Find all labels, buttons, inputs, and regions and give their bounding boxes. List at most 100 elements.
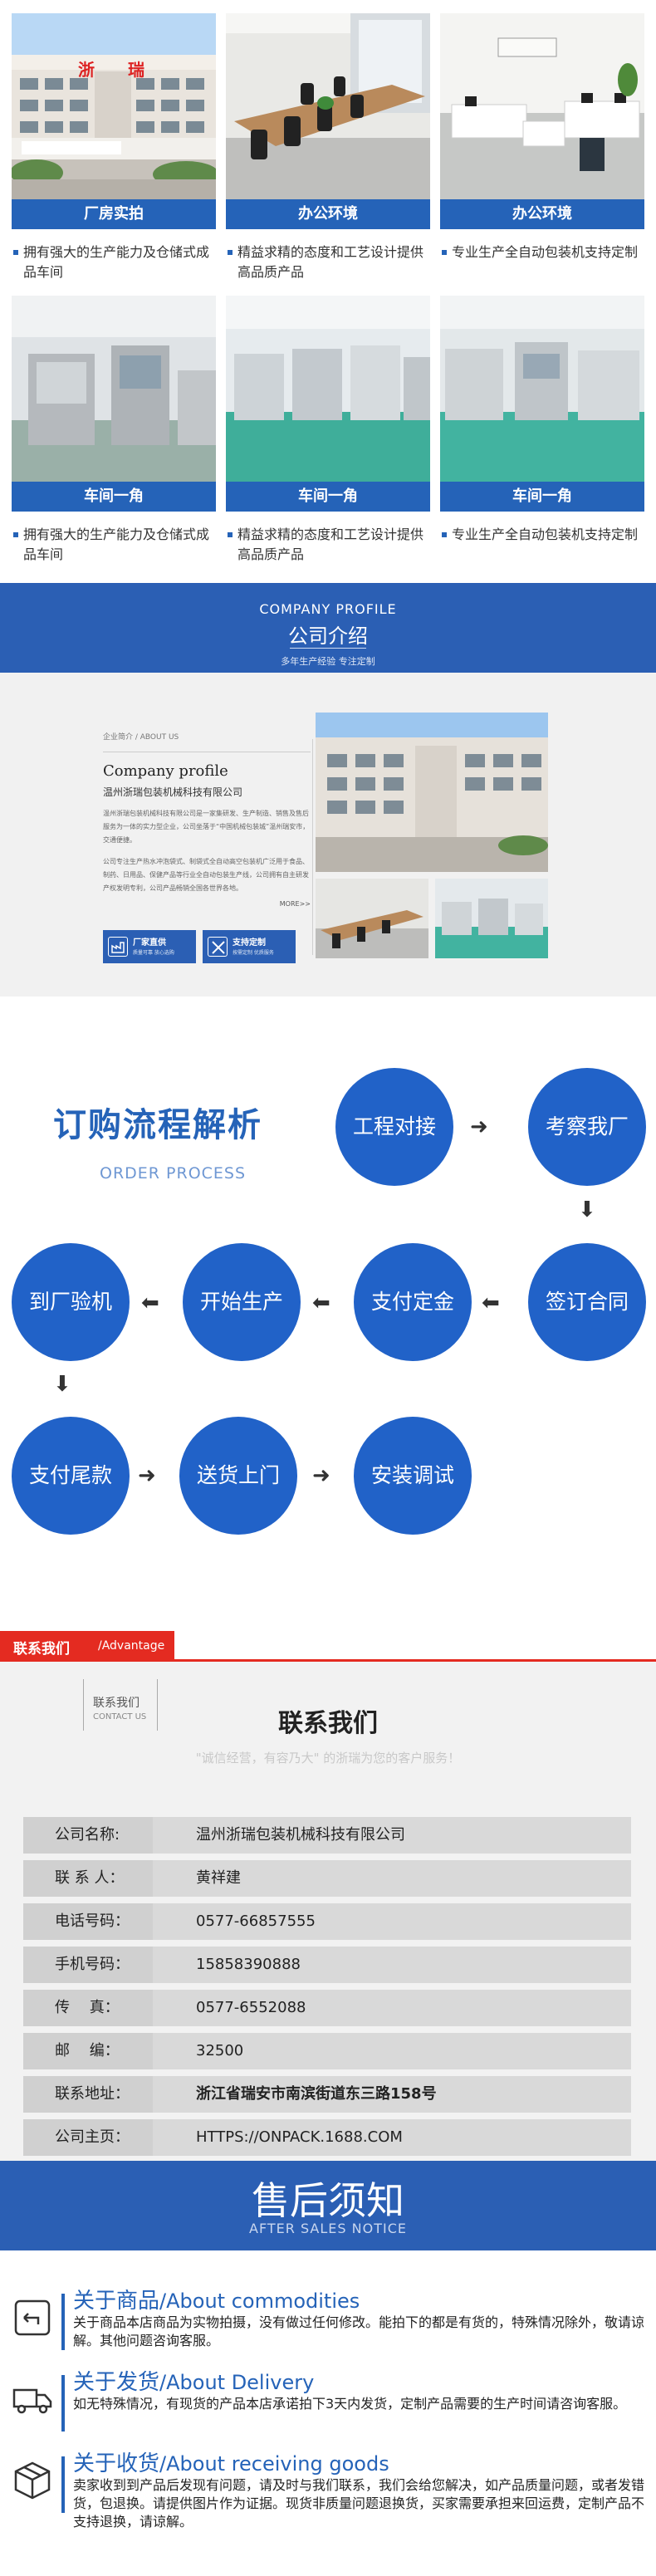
after-sales-text: 如无特殊情况，有现货的产品本店承诺拍下3天内发货，定制产品需要的生产时间请咨询客… xyxy=(73,2396,627,2412)
after-sales-title-cn: 售后须知 xyxy=(252,2178,404,2223)
company-profile-name: 温州浙瑞包装机械科技有限公司 xyxy=(103,786,243,798)
contact-row-phone: 电话号码： 0577-66857555 xyxy=(23,1903,631,1940)
package-box-icon xyxy=(12,2460,53,2501)
step-delivery: 送货上门 xyxy=(179,1417,297,1535)
after-sales-heading-en: /About commodities xyxy=(159,2290,360,2313)
after-sales-heading-cn: 关于商品 xyxy=(73,2289,160,2314)
company-building-photo xyxy=(316,713,548,872)
company-profile-banner: COMPANY PROFILE 公司介绍 多年生产经验 专注定制 xyxy=(0,583,656,673)
badge-sub-1: 质量可靠 放心选购 xyxy=(133,950,174,956)
contact-value: 32500 xyxy=(196,2042,244,2059)
gallery-desc-3: 专业生产全自动包装机支持定制 xyxy=(442,242,641,262)
step-pay-balance: 支付尾款 xyxy=(12,1417,130,1535)
arrow-right-icon: ➜ xyxy=(312,1463,330,1488)
contact-slogan: "诚信经营，有容乃大" 的浙瑞为您的客户服务！ xyxy=(195,1751,461,1765)
workshop-photo-1 xyxy=(12,296,216,482)
contact-small-en: CONTACT US xyxy=(93,1712,147,1721)
badge-custom: 支持定制 按需定制 优质服务 xyxy=(203,930,296,963)
contact-label: 手机号码： xyxy=(23,1947,153,1983)
arrow-down-icon: ⬇ xyxy=(53,1372,71,1397)
step-engineering: 工程对接 xyxy=(335,1068,453,1186)
company-profile-text: 企业简介 / ABOUT US Company profile 温州浙瑞包装机械… xyxy=(103,731,311,908)
contact-row-address: 联系地址： 浙江省瑞安市南滨街道东三路158号 xyxy=(23,2076,631,2113)
gallery-desc-4: 拥有强大的生产能力及仓储式成品车间 xyxy=(13,525,213,565)
delivery-truck-icon xyxy=(12,2378,53,2420)
after-sales-banner: 售后须知 AFTER SALES NOTICE xyxy=(0,2161,656,2250)
step-install: 安装调试 xyxy=(354,1417,472,1535)
badge-direct-supply: 厂家直供 质量可靠 放心选购 xyxy=(103,930,196,963)
after-sales-heading: 关于收货/About receiving goods xyxy=(73,2446,389,2477)
arrow-right-icon: ➜ xyxy=(138,1463,156,1488)
contact-value: 温州浙瑞包装机械科技有限公司 xyxy=(196,1826,405,1844)
after-sales-receiving: 关于收货/About receiving goods 卖家收到到产品后发现有问题… xyxy=(0,2443,656,2551)
contact-row-homepage: 公司主页： HTTPS://ONPACK.1688.COM xyxy=(23,2119,631,2156)
gallery-title-5: 车间一角 xyxy=(226,482,430,512)
after-sales-heading-cn: 关于收货 xyxy=(73,2451,160,2476)
after-sales-commodities: 关于商品/About commodities 关于商品本店商品为实物拍摄，没有做… xyxy=(0,2280,656,2360)
contact-label: 公司主页： xyxy=(23,2119,153,2156)
after-sales-heading-en: /About receiving goods xyxy=(159,2452,389,2476)
contact-value: 黄祥建 xyxy=(196,1869,241,1887)
contact-row-person: 联 系 人： 黄祥建 xyxy=(23,1860,631,1897)
company-profile-subtitle: 多年生产经验 专注定制 xyxy=(281,656,375,667)
company-profile-vertical-divider xyxy=(312,739,313,955)
step-sign-contract: 签订合同 xyxy=(528,1243,646,1361)
after-sales-heading: 关于发货/About Delivery xyxy=(73,2365,314,2396)
company-workshop-photo xyxy=(435,879,548,958)
order-process-title-en: ORDER PROCESS xyxy=(100,1164,247,1183)
contact-red-line xyxy=(0,1659,656,1662)
company-profile-body: 企业简介 / ABOUT US Company profile 温州浙瑞包装机械… xyxy=(0,673,656,997)
contact-label: 公司名称: xyxy=(23,1817,153,1854)
arrow-left-icon: ⬅ xyxy=(141,1290,159,1315)
office-photo-2 xyxy=(440,13,644,199)
step-pay-deposit: 支付定金 xyxy=(354,1243,472,1361)
after-sales-heading-en: /About Delivery xyxy=(159,2371,315,2394)
factory-sign: 浙瑞 xyxy=(78,60,178,80)
gallery-desc-6: 专业生产全自动包装机支持定制 xyxy=(442,525,641,545)
contact-row-fax: 传 真： 0577-6552088 xyxy=(23,1990,631,2026)
badge-title-1: 厂家直供 xyxy=(133,938,166,948)
after-sales-delivery: 关于发货/About Delivery 如无特殊情况，有现货的产品本店承诺拍下3… xyxy=(0,2362,656,2441)
tools-icon xyxy=(208,937,228,957)
company-office-photo xyxy=(316,879,428,958)
contact-label: 联系地址： xyxy=(23,2076,153,2113)
gallery-desc-1: 拥有强大的生产能力及仓储式成品车间 xyxy=(13,242,213,282)
contact-small-cn: 联系我们 xyxy=(93,1697,140,1710)
factory-photo: 浙瑞 xyxy=(12,13,216,199)
return-box-icon xyxy=(12,2297,53,2338)
contact-label: 电话号码： xyxy=(23,1903,153,1940)
contact-small-box xyxy=(83,1679,158,1731)
contact-label: 传 真： xyxy=(23,1990,153,2026)
company-profile-para-1: 温州浙瑞包装机械科技有限公司是一家集研发、生产制造、销售及售后服务为一体的实力型… xyxy=(103,810,310,844)
workshop-photo-3 xyxy=(440,296,644,482)
gallery-title-1: 厂房实拍 xyxy=(12,199,216,229)
contact-value: 15858390888 xyxy=(196,1956,301,1973)
contact-value: 浙江省瑞安市南滨街道东三路158号 xyxy=(196,2085,437,2103)
step-factory-acceptance: 到厂验机 xyxy=(12,1243,130,1361)
contact-value: 0577-6552088 xyxy=(196,1999,306,2016)
more-link[interactable]: MORE>> xyxy=(279,900,311,908)
company-profile-title-cn: 公司介绍 xyxy=(288,624,368,648)
contact-row-company: 公司名称: 温州浙瑞包装机械科技有限公司 xyxy=(23,1817,631,1854)
gallery-title-6: 车间一角 xyxy=(440,482,644,512)
company-profile-crumb: 企业简介 / ABOUT US xyxy=(103,733,179,742)
contact-row-postcode: 邮 编： 32500 xyxy=(23,2033,631,2069)
after-sales-bar xyxy=(61,2456,65,2513)
factory-icon xyxy=(108,937,128,957)
gallery-title-2: 办公环境 xyxy=(226,199,430,229)
step-inspect-factory: 考察我厂 xyxy=(528,1068,646,1186)
after-sales-text: 关于商品本店商品为实物拍摄，没有做过任何修改。能拍下的都是有货的，特殊情况除外，… xyxy=(73,2314,645,2348)
badge-sub-2: 按需定制 优质服务 xyxy=(233,950,274,956)
after-sales-bar xyxy=(61,2375,65,2432)
after-sales-heading: 关于商品/About commodities xyxy=(73,2284,360,2314)
after-sales-text: 卖家收到到产品后发现有问题，请及时与我们联系，我们会给您解决，如产品质量问题，或… xyxy=(73,2477,645,2529)
company-profile-heading: Company profile xyxy=(103,762,228,780)
gallery-desc-5: 精益求精的态度和工艺设计提供高品质产品 xyxy=(228,525,427,565)
contact-value: 0577-66857555 xyxy=(196,1912,316,1930)
company-profile-title-en: COMPANY PROFILE xyxy=(259,601,397,617)
company-profile-divider xyxy=(290,648,366,649)
contact-title: 联系我们 xyxy=(278,1709,378,1738)
gallery-title-4: 车间一角 xyxy=(12,482,216,512)
contact-tab-en: /Advantage xyxy=(98,1639,165,1653)
homepage-link[interactable]: HTTPS://ONPACK.1688.COM xyxy=(196,2128,403,2146)
